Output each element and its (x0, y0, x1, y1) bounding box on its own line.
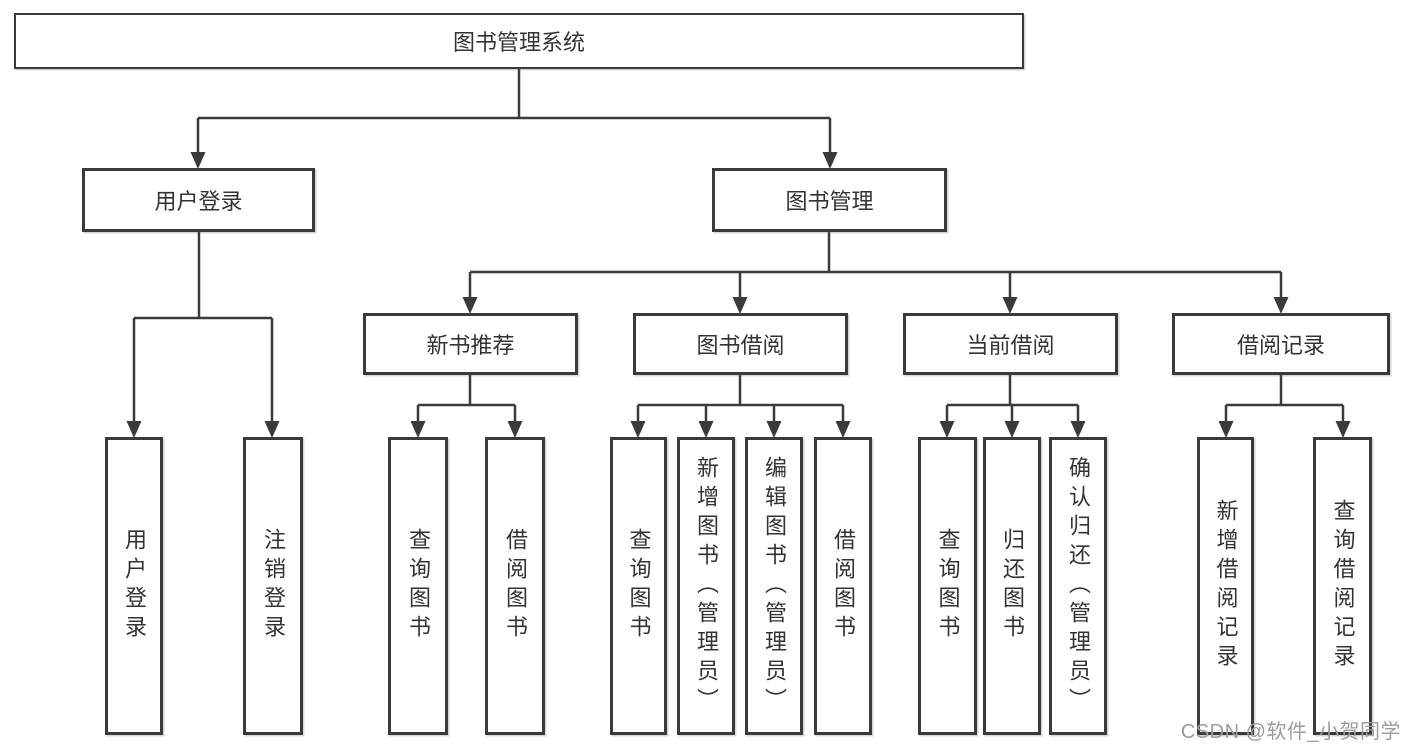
node-book-management: 图书管理 (712, 168, 947, 232)
node-leaf-query-borrow-record: 查询借阅记录 (1313, 437, 1372, 735)
node-leaf-borrow-books-2-label: 借阅图书 (831, 528, 856, 644)
edge-root-to-level2 (196, 69, 832, 154)
node-leaf-confirm-return-admin: 确认归还（管理员） (1049, 437, 1107, 735)
node-borrow-record: 借阅记录 (1172, 313, 1390, 375)
node-leaf-add-book-admin: 新增图书（管理员） (677, 437, 735, 735)
edge-borrow-record-children (1224, 403, 1345, 423)
node-new-book-recommend: 新书推荐 (363, 313, 578, 375)
node-root-label: 图书管理系统 (452, 30, 585, 55)
edge-new-book-rec-children (416, 403, 517, 423)
node-leaf-query-borrow-record-label: 查询借阅记录 (1330, 499, 1356, 673)
node-leaf-add-borrow-record-label: 新增借阅记录 (1213, 499, 1239, 673)
node-leaf-query-books-1: 查询图书 (388, 437, 448, 735)
node-leaf-query-books-2: 查询图书 (610, 437, 667, 735)
node-leaf-query-books-1-label: 查询图书 (406, 528, 431, 644)
edge-book-borrow-children (636, 403, 845, 423)
watermark: CSDN @软件_小贺同学 (1180, 721, 1401, 743)
node-book-management-label: 图书管理 (785, 189, 874, 214)
arrowheads (126, 152, 1351, 438)
node-leaf-borrow-books-1: 借阅图书 (485, 437, 545, 735)
node-leaf-query-books-2-label: 查询图书 (626, 528, 652, 644)
node-leaf-add-book-admin-label: 新增图书（管理员） (694, 455, 719, 717)
node-leaf-edit-book-admin: 编辑图书（管理员） (745, 437, 803, 735)
node-leaf-user-login-label: 用户登录 (122, 528, 147, 644)
node-current-borrow-label: 当前借阅 (966, 333, 1055, 358)
node-leaf-logout-label: 注销登录 (261, 528, 286, 644)
node-borrow-record-label: 借阅记录 (1236, 333, 1325, 358)
node-user-login-label: 用户登录 (154, 189, 243, 214)
node-book-borrow-label: 图书借阅 (696, 333, 785, 358)
node-new-book-recommend-label: 新书推荐 (426, 333, 515, 358)
node-leaf-add-borrow-record: 新增借阅记录 (1197, 437, 1254, 735)
node-leaf-edit-book-admin-label: 编辑图书（管理员） (762, 455, 787, 717)
node-leaf-borrow-books-1-label: 借阅图书 (503, 528, 528, 644)
edge-user-login-to-leaves (132, 232, 274, 423)
node-leaf-user-login: 用户登录 (105, 437, 163, 735)
node-leaf-query-books-3: 查询图书 (918, 437, 977, 735)
node-root: 图书管理系统 (14, 13, 1024, 69)
node-leaf-return-book-label: 归还图书 (1000, 528, 1025, 644)
node-current-borrow: 当前借阅 (903, 313, 1118, 375)
node-leaf-logout: 注销登录 (243, 437, 303, 735)
edge-book-mgmt-to-level3 (468, 232, 1283, 299)
node-leaf-query-books-3-label: 查询图书 (935, 528, 961, 644)
node-user-login: 用户登录 (82, 168, 315, 232)
edge-current-borrow-children (945, 403, 1080, 423)
edge-level3-stems (468, 375, 1283, 405)
node-leaf-borrow-books-2: 借阅图书 (814, 437, 872, 735)
node-leaf-confirm-return-admin-label: 确认归还（管理员） (1066, 455, 1091, 717)
node-book-borrow: 图书借阅 (633, 313, 848, 375)
node-leaf-return-book: 归还图书 (983, 437, 1041, 735)
